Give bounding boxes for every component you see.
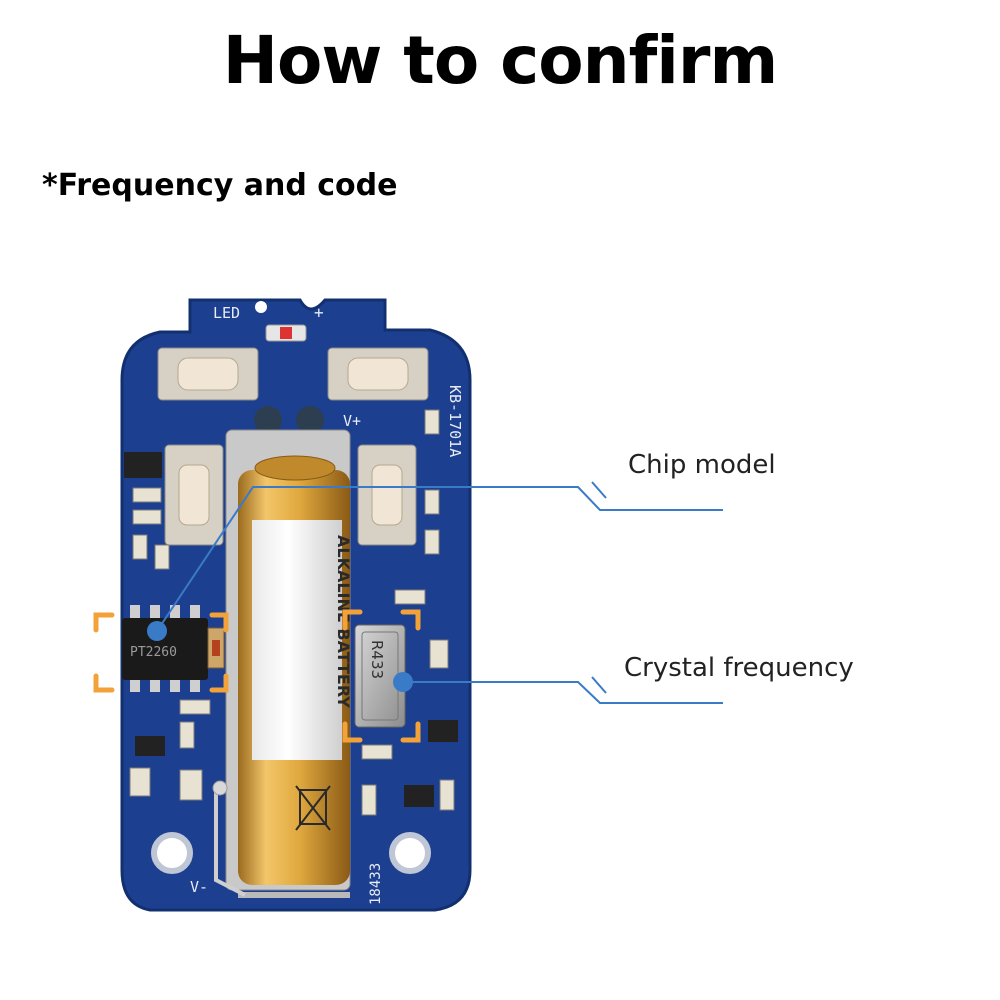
- callout-line-crystal: [393, 672, 723, 704]
- pcb-vplus-label: V+: [343, 412, 361, 430]
- button-top-left: [157, 347, 259, 401]
- mounting-hole-left: [151, 832, 193, 874]
- pcb-plus-label: +: [314, 303, 324, 322]
- button-top-right: [327, 347, 429, 401]
- crystal-label: R433: [368, 640, 386, 679]
- button-side-left: [164, 444, 224, 546]
- button-side-right: [357, 444, 417, 546]
- pcb-bottom-label: 18433: [368, 863, 384, 905]
- callout-crystal-frequency: Crystal frequency: [624, 653, 854, 683]
- mounting-hole-right: [389, 832, 431, 874]
- section-subtitle: *Frequency and code: [42, 168, 398, 203]
- chip-highlight-brackets: [93, 612, 229, 693]
- chip-pt2260: PT2260: [122, 605, 208, 692]
- pcb-led-label: LED: [213, 304, 240, 322]
- page-title: How to confirm: [222, 22, 779, 99]
- chip-label: PT2260: [130, 645, 177, 660]
- callout-chip-model: Chip model: [628, 450, 776, 480]
- battery: ALKALINE BATTERY: [238, 455, 353, 898]
- crystal-highlight-brackets: [342, 609, 421, 743]
- pcb-model-label: KB-1701A: [446, 385, 464, 457]
- crystal-r433: R433: [354, 624, 406, 728]
- pcb-vminus-label: V-: [190, 878, 208, 896]
- led-hole: [255, 301, 267, 313]
- callout-line-chip: [147, 481, 723, 641]
